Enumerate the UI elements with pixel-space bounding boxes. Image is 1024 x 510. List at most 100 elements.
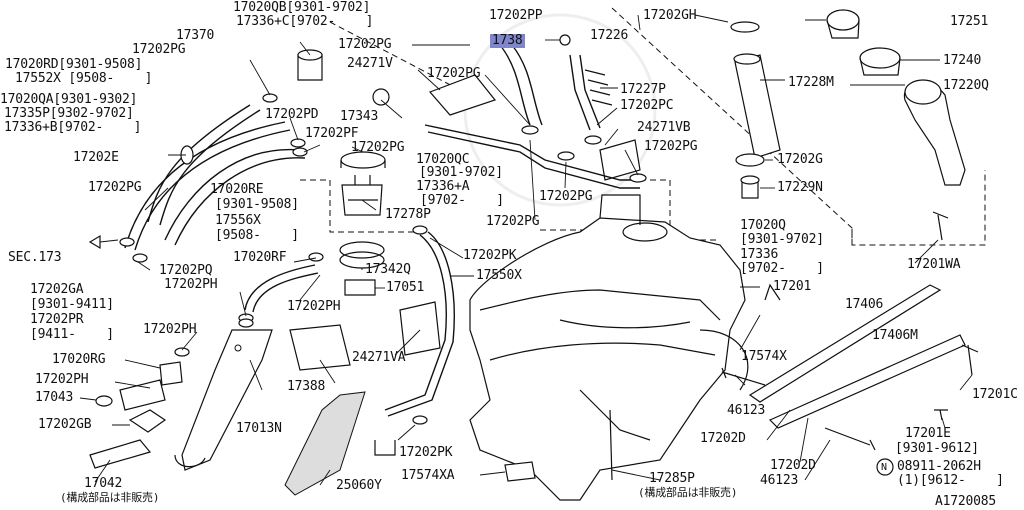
protector-24271V <box>428 74 497 116</box>
label-17220Q: 17220Q <box>943 78 989 93</box>
label-17020RD: 17020RD[9301-9508] <box>5 57 143 72</box>
bolt-46123-a <box>721 367 766 386</box>
clamp-17202PG <box>521 125 539 135</box>
nut-17201E <box>934 409 948 421</box>
label-17202PG-h: 17202PG <box>486 214 540 229</box>
label-9508-b: [9508- ] <box>215 228 299 243</box>
strap-17406M <box>768 334 966 429</box>
label-17201: 17201 <box>773 279 812 294</box>
gasket-17342Q <box>339 241 385 259</box>
label-17406: 17406 <box>845 297 884 312</box>
part-17020RG <box>159 361 183 386</box>
clamp-17202GB <box>128 409 167 433</box>
label-9301-9508: [9301-9508] <box>215 197 299 212</box>
label-17278P: 17278P <box>385 207 431 222</box>
label-17550X: 17550X <box>476 268 522 283</box>
sender-25060Y <box>284 391 366 496</box>
hose-17020RF <box>244 264 316 311</box>
label-9301-9612: [9301-9612] <box>895 441 979 456</box>
label-17051: 17051 <box>386 280 425 295</box>
label-17285P: 17285P <box>649 471 695 486</box>
label-17336C: 17336+C[9702- ] <box>236 14 374 29</box>
label-9301-9411: [9301-9411] <box>30 297 114 312</box>
label-46123-b: 46123 <box>760 473 799 488</box>
label-17202PK-a: 17202PK <box>463 248 517 263</box>
label-17406M: 17406M <box>872 328 918 343</box>
boundary-dashed-top <box>329 21 461 91</box>
label-17574X: 17574X <box>741 349 787 364</box>
label-24271VA: 24271VA <box>352 350 406 365</box>
label-17202PP: 17202PP <box>489 8 543 23</box>
label-17042: 17042 <box>84 476 123 491</box>
hose-17226 <box>569 54 591 131</box>
label-25060Y: 25060Y <box>336 478 382 493</box>
clamp-17202PP <box>559 34 571 46</box>
label-17202G: 17202G <box>777 152 823 167</box>
label-17202PR: 17202PR <box>30 312 84 327</box>
clamp-17202PK <box>412 225 428 235</box>
hose-bundle-17202E <box>159 109 261 226</box>
sec-arrow <box>88 234 101 250</box>
label-9301-9702-b: [9301-9702] <box>740 232 824 247</box>
label-17370: 17370 <box>176 28 215 43</box>
N-marker-circle <box>876 458 894 476</box>
cap-17251 <box>826 9 860 31</box>
note-not-sold-right: (構成部品は非販売) <box>638 486 738 499</box>
label-17336B: 17336+B[9702- ] <box>4 120 142 135</box>
label-46123-a: 46123 <box>727 403 766 418</box>
label-17342Q: 17342Q <box>365 262 411 277</box>
bolt-17201WA <box>932 211 949 241</box>
label-17202PH-b: 17202PH <box>287 299 341 314</box>
part-17042 <box>89 439 152 469</box>
label-17202PH-d: 17202PH <box>35 372 89 387</box>
plate-17574XA <box>504 461 536 482</box>
clamp-17202PC <box>584 135 602 145</box>
label-17202PC: 17202PC <box>620 98 674 113</box>
label-17020RF: 17020RF <box>233 250 287 265</box>
hose-1738 <box>499 44 531 126</box>
label-17020QC: 17020QC <box>416 152 470 167</box>
label-24271V: 24271V <box>347 56 393 71</box>
label-24271VB: 24271VB <box>637 120 691 135</box>
label-17202PG-d: 17202PG <box>351 140 405 155</box>
filler-hose-17228M <box>734 54 781 159</box>
tube-17020QC <box>424 124 640 181</box>
label-08911-qty: (1)[9612- ] <box>897 473 1004 488</box>
clamp-17202G <box>735 153 765 167</box>
label-17336: 17336 <box>740 247 779 262</box>
protector-24271VB <box>599 139 641 181</box>
label-17020QB: 17020QB[9301-9702] <box>233 0 371 15</box>
label-17202GH: 17202GH <box>643 8 697 23</box>
label-17013N: 17013N <box>236 421 282 436</box>
label-17202GB: 17202GB <box>38 417 92 432</box>
label-17336A: 17336+A <box>416 179 470 194</box>
protector-24271VA <box>399 301 441 356</box>
bolt-17201C <box>961 344 979 376</box>
label-17343: 17343 <box>340 109 379 124</box>
label-sec-173[interactable]: SEC.173 <box>8 250 62 265</box>
bracket-17013N <box>181 329 273 471</box>
label-17574XA: 17574XA <box>401 468 455 483</box>
label-17227P: 17227P <box>620 82 666 97</box>
label-17202PQ: 17202PQ <box>159 263 213 278</box>
label-17020Q: 17020Q <box>740 218 786 233</box>
seal-17240 <box>859 47 901 69</box>
label-17556X: 17556X <box>215 213 261 228</box>
label-17335P: 17335P[9302-9702] <box>4 106 134 121</box>
label-9702-a: [9702- ] <box>420 193 504 208</box>
diagram-id: A1720085 <box>935 494 997 509</box>
label-17202GA: 17202GA <box>30 282 84 297</box>
label-17202PG-g: 17202PG <box>539 189 593 204</box>
label-17202D-b: 17202D <box>770 458 816 473</box>
label-17552X: 17552X [9508- ] <box>15 71 153 86</box>
label-08911-2062H: 08911-2062H <box>897 459 981 474</box>
label-17202PH-c: 17202PH <box>143 322 197 337</box>
label-17020RE: 17020RE <box>210 182 264 197</box>
part-17202PH-lower <box>119 379 166 411</box>
label-1738-highlighted[interactable]: 1738 <box>490 33 525 48</box>
bolt-46123-b <box>824 427 876 451</box>
label-9301-9702-a: [9301-9702] <box>419 165 503 180</box>
label-9411: [9411- ] <box>30 327 114 342</box>
